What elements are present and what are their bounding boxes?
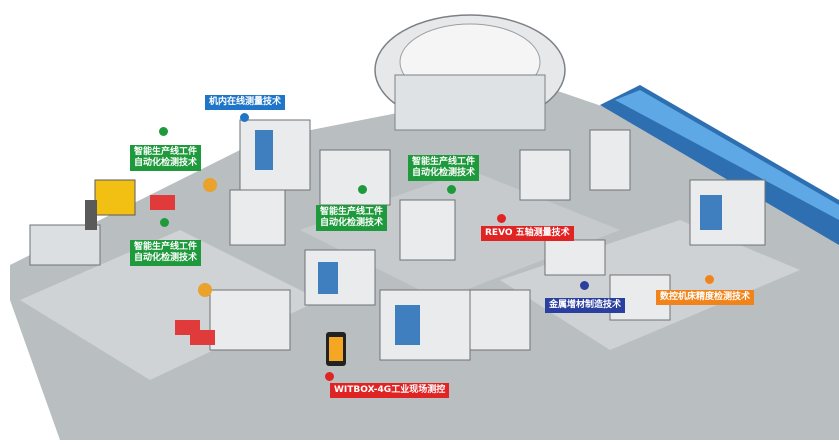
marker-dot-red — [325, 372, 334, 381]
label-additive: 金属增材制造技术 — [545, 298, 626, 313]
rotary-platform — [374, 14, 566, 131]
marker-dot-navy — [580, 281, 589, 290]
label-witbox: WITBOX-4G工业现场测控 — [330, 383, 450, 398]
label-line-auto-4: 智能生产线工件 自动化检测技术 — [408, 155, 480, 181]
marker-dot-green — [447, 185, 456, 194]
robot-arms — [198, 178, 217, 297]
label-line-auto-2: 智能生产线工件 自动化检测技术 — [130, 240, 202, 266]
witbox-phone — [326, 332, 346, 366]
marker-dot-green — [358, 185, 367, 194]
label-line-auto-3: 智能生产线工件 自动化检测技术 — [316, 205, 388, 231]
marker-dot-green — [159, 127, 168, 136]
marker-dot-blue — [240, 113, 249, 122]
parts-bins — [150, 195, 215, 345]
label-cnc-accuracy: 数控机床精度检测技术 — [656, 290, 755, 305]
marker-dot-red — [497, 214, 506, 223]
machines — [29, 119, 766, 361]
marker-dot-green — [160, 218, 169, 227]
floor-zone-left — [20, 230, 320, 380]
label-line-auto-1: 智能生产线工件 自动化检测技术 — [130, 145, 202, 171]
conveyor-belt — [600, 85, 839, 245]
label-machine-inline: 机内在线测量技术 — [205, 95, 286, 110]
label-revo: REVO 五轴测量技术 — [481, 226, 574, 241]
marker-dot-orange — [705, 275, 714, 284]
forklift — [85, 179, 136, 230]
